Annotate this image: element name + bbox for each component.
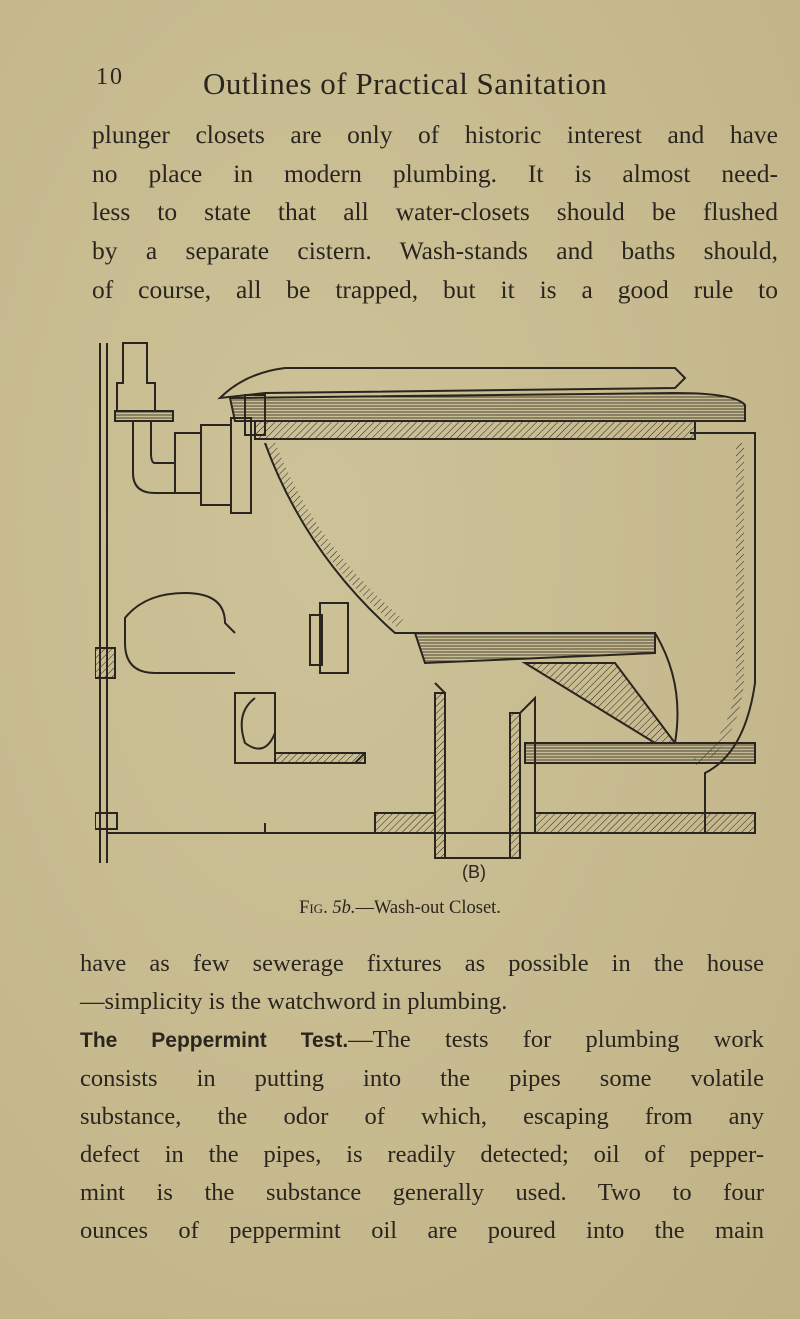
text-line: less to state that all water-closets sho…	[92, 197, 778, 226]
figure-label: (B)	[462, 862, 486, 882]
text-line: of course, all be trapped, but it is a g…	[92, 275, 778, 304]
text-line-rest: —The tests for plumbing work	[348, 1026, 764, 1053]
text-line: —simplicity is the watchword in plumbing…	[80, 988, 508, 1015]
running-title: Outlines of Practical Sanitation	[203, 66, 608, 101]
text-line: mint is the substance generally used. Tw…	[80, 1179, 764, 1206]
text-line: by a separate cistern. Wash-stands and b…	[92, 236, 778, 265]
figure-caption: Fig. 5b.—Wash-out Closet.	[0, 898, 800, 919]
caption-number: 5b.	[332, 898, 356, 918]
wash-out-closet-illustration	[95, 342, 756, 863]
text-line: no place in modern plumbing. It is almos…	[92, 159, 778, 188]
text-line-with-heading: The Peppermint Test.—The tests for plumb…	[80, 1026, 764, 1054]
section-heading: The Peppermint Test.	[80, 1029, 349, 1052]
text-line: plunger closets are only of historic int…	[92, 120, 778, 149]
page-number: 10	[96, 64, 124, 90]
caption-prefix: Fig.	[299, 898, 328, 918]
text-line: ounces of peppermint oil are poured into…	[80, 1217, 764, 1244]
caption-text: —Wash-out Closet.	[355, 898, 501, 918]
text-line: defect in the pipes, is readily detected…	[80, 1141, 764, 1168]
text-line: consists in putting into the pipes some …	[80, 1065, 764, 1092]
text-line: have as few sewerage fixtures as possibl…	[80, 950, 764, 977]
text-line: substance, the odor of which, escaping f…	[80, 1103, 764, 1130]
